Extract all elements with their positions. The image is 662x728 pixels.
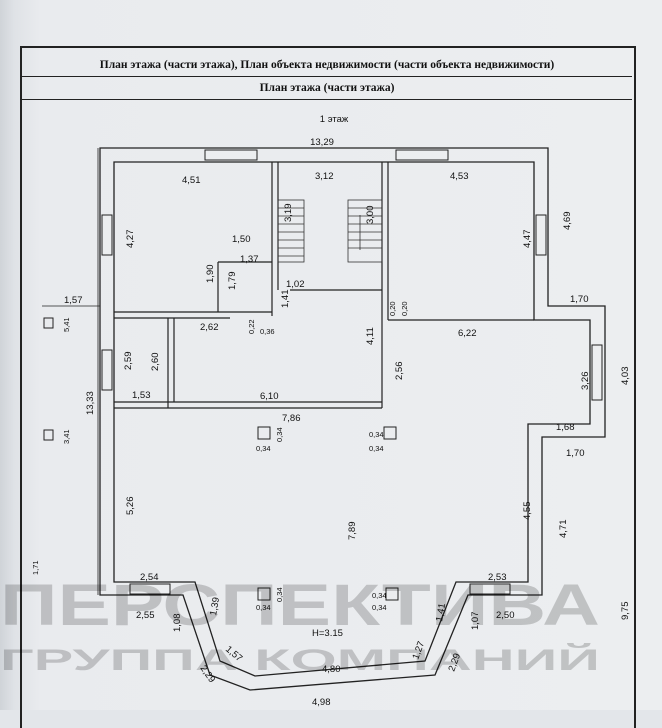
dim-bay-l1: 1,08 (172, 614, 183, 633)
dim-hall-w: 1,02 (286, 279, 305, 290)
table-frame (20, 46, 636, 728)
dim-left-edge-c: 1,71 (31, 560, 40, 575)
dim-closet-h2: 1,79 (227, 272, 238, 291)
dim-out-r: 2,50 (496, 610, 515, 621)
dim-corr2-h: 2,56 (394, 362, 405, 381)
dim-bay-l2: 1,39 (208, 596, 222, 616)
dim-left-outer: 13,33 (85, 391, 96, 415)
dim-bay-outer: 4,98 (312, 697, 331, 708)
dim-bay-h: 3,26 (580, 372, 591, 391)
left-dimension-lines (42, 148, 100, 595)
watermark-subtitle: ГРУППА КОМПАНИЙ (0, 643, 600, 677)
dim-living-h-r: 4,55 (522, 502, 533, 521)
dim-bot-r: 2,53 (488, 572, 507, 583)
staircase (277, 199, 383, 263)
dim-corr-h: 4,11 (365, 327, 376, 345)
header-row-1: План этажа (части этажа), План объекта н… (22, 50, 632, 77)
dim-left-stub: 1,57 (64, 295, 83, 306)
windows (101, 149, 603, 595)
col-a-label-1: 0,34 (275, 427, 284, 442)
col-d-label-2: 0,34 (372, 603, 387, 612)
dim-stair-w: 3,12 (315, 171, 334, 182)
dim-wall-020b: 0,20 (400, 301, 409, 316)
dim-closet-w: 1,50 (232, 234, 251, 245)
dim-right-w: 6,22 (458, 328, 477, 339)
dim-room-tl-w: 4,51 (182, 175, 201, 186)
dim-wall-036: 0,36 (260, 327, 275, 336)
col-d-label-1: 0,34 (372, 591, 387, 600)
col-a-label-2: 0,34 (256, 444, 271, 453)
dim-bath2-h2: 2,60 (150, 353, 161, 372)
dim-left-edge-a: 5,41 (62, 317, 71, 332)
dim-bot-l: 2,54 (140, 572, 159, 583)
dim-hall-h: 1,41 (280, 290, 291, 309)
floor-title: 1 этаж (320, 114, 349, 125)
col-c-label-1: 0,34 (275, 587, 284, 602)
inner-walls (114, 162, 534, 409)
dim-closet-h: 1,90 (205, 265, 216, 284)
col-b-label-2: 0,34 (369, 444, 384, 453)
outer-walls (99, 147, 606, 691)
col-c-label-2: 0,34 (256, 603, 271, 612)
col-b-label-1: 0,34 (369, 430, 384, 439)
dim-step-168: 1,68 (556, 422, 575, 433)
dim-right-h-a: 4,47 (522, 230, 533, 249)
dim-wall-022: 0,22 (247, 319, 256, 334)
dim-right-h-b: 4,69 (562, 212, 573, 231)
height-label: H=3.15 (312, 628, 343, 639)
dim-bath2-h1: 2,59 (123, 352, 134, 371)
dim-right-total: 9,75 (620, 602, 631, 621)
dim-left-h-top: 4,27 (125, 230, 136, 249)
header-row-2: План этажа (части этажа) (22, 77, 632, 100)
watermark-title: ПЕРСПЕКТИВА (0, 573, 600, 638)
dim-out-l: 2,55 (136, 610, 155, 621)
dim-right-outer: 4,03 (620, 367, 631, 386)
columns (43, 317, 399, 601)
dim-stair-h-r: 3,00 (365, 206, 376, 225)
dim-bay-r1: 1,41 (434, 602, 448, 622)
dim-wall-020a: 0,20 (388, 301, 397, 316)
dim-bath-w: 2,62 (200, 322, 219, 333)
floor-plan: 1 этаж 13,29 4,51 3,12 4,53 4,27 3,19 3,… (0, 114, 631, 708)
dim-bay-inner: 4,80 (322, 664, 341, 675)
dim-living-w: 7,86 (282, 413, 301, 424)
dim-living-h-r2: 4,71 (558, 520, 569, 539)
dim-step-170a: 1,70 (570, 294, 589, 305)
dim-small-w: 1,53 (132, 390, 151, 401)
dim-top-total: 13,29 (310, 137, 334, 148)
dim-step-170b: 1,70 (566, 448, 585, 459)
dim-bay-r2: 1,07 (470, 612, 481, 631)
dim-room-tr-w: 4,53 (450, 171, 469, 182)
dim-living-h-m: 7,89 (347, 522, 358, 541)
dim-closet-w2: 1,37 (240, 254, 259, 265)
dim-mid-w: 6,10 (260, 391, 279, 402)
dim-stair-h-l: 3,19 (283, 204, 294, 223)
dim-left-edge-b: 3,41 (62, 429, 71, 444)
dim-living-h-l: 5,26 (125, 497, 136, 516)
